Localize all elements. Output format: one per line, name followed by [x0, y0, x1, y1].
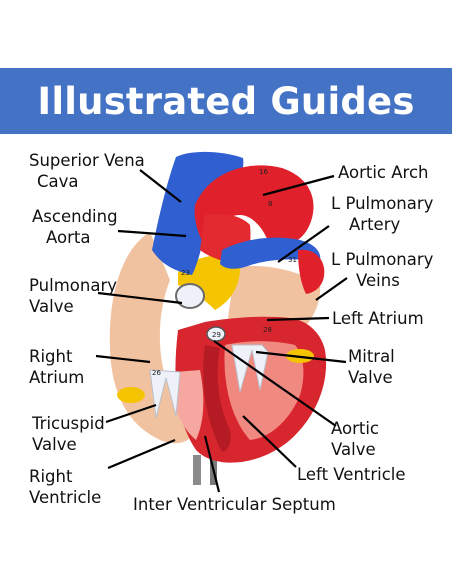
- page-title: Illustrated Guides: [37, 79, 415, 123]
- label-left-ventricle: Left Ventricle: [297, 464, 406, 485]
- tricuspid-valve: [149, 369, 181, 419]
- model-number-tag: 16: [259, 168, 268, 176]
- label-pulmonary-valve: Pulmonary Valve: [29, 275, 117, 317]
- label-line: Left Atrium: [332, 309, 424, 328]
- pulmonary-veins: [298, 249, 325, 294]
- label-line: Tricuspid: [32, 414, 105, 433]
- leader-line-mitral-valve: [255, 350, 347, 364]
- model-number-tag: 8: [268, 200, 272, 208]
- model-number-tag: 31: [288, 256, 297, 264]
- label-line: Pulmonary: [29, 276, 117, 295]
- label-line: Aortic Arch: [338, 163, 429, 182]
- label-line: Ventricle: [29, 488, 102, 507]
- label-right-atrium: Right Atrium: [29, 346, 84, 388]
- label-right-ventricle: Right Ventricle: [29, 466, 101, 508]
- leader-line-left-ventricle: [242, 415, 297, 468]
- mitral-valve: [231, 344, 269, 393]
- pulmonary-valve: [175, 283, 205, 309]
- aortic-valve: [206, 326, 226, 342]
- label-line: Right: [29, 467, 73, 486]
- label-line: L Pulmonary: [331, 194, 434, 213]
- leader-line-left-atrium: [266, 316, 330, 322]
- model-numbers: 16 8 31 23 29 28 26: [152, 168, 297, 377]
- label-line: Mitral: [348, 347, 395, 366]
- leader-lines: [95, 169, 348, 493]
- label-line: Left Ventricle: [297, 465, 406, 484]
- label-l-pulmonary-artery: L Pulmonary Artery: [331, 193, 433, 235]
- septum: [203, 345, 231, 452]
- leader-line-aortic-valve: [213, 340, 337, 427]
- leader-line-ascending-aorta: [117, 229, 187, 238]
- label-superior-vena-cava: Superior Vena Cava: [29, 150, 145, 192]
- leader-line-l-pulmonary-artery: [277, 225, 330, 263]
- label-line: Ascending: [32, 207, 118, 226]
- leader-line-l-pulmonary-veins: [315, 277, 348, 301]
- leader-line-right-atrium: [95, 354, 151, 364]
- label-line: Superior Vena: [29, 151, 145, 170]
- label-line: Aortic: [331, 419, 380, 438]
- label-line: Atrium: [29, 368, 85, 387]
- label-tricuspid-valve: Tricuspid Valve: [32, 413, 105, 455]
- label-inter-ventricular-septum: Inter Ventricular Septum: [133, 494, 336, 515]
- leader-line-tricuspid-valve: [105, 403, 157, 424]
- label-line: Artery: [349, 215, 401, 234]
- label-aortic-valve: Aortic Valve: [331, 418, 379, 460]
- label-line: Valve: [348, 368, 393, 387]
- leader-line-superior-vena-cava: [139, 169, 182, 203]
- label-line: L Pulmonary: [331, 250, 434, 269]
- label-line: Valve: [331, 440, 376, 459]
- model-number-tag: 29: [212, 331, 221, 339]
- model-number-tag: 28: [263, 326, 272, 334]
- label-line: Valve: [29, 297, 74, 316]
- label-line: Valve: [32, 435, 77, 454]
- label-line: Veins: [356, 271, 400, 290]
- label-l-pulmonary-veins: L Pulmonary Veins: [331, 249, 433, 291]
- leader-line-septum: [203, 435, 221, 493]
- model-number-tag: 23: [181, 269, 190, 277]
- label-mitral-valve: Mitral Valve: [348, 346, 395, 388]
- label-line: Right: [29, 347, 73, 366]
- label-line: Aorta: [46, 228, 91, 247]
- aortic-arch: [194, 165, 314, 250]
- model-number-tag: 26: [152, 369, 161, 377]
- label-line: Inter Ventricular Septum: [133, 495, 336, 514]
- leader-line-aortic-arch: [262, 174, 335, 197]
- pulmonary-artery: [220, 237, 321, 269]
- leader-line-right-ventricle: [107, 438, 176, 470]
- right-ventricle-cavity: [173, 370, 204, 440]
- label-ascending-aorta: Ascending Aorta: [32, 206, 118, 248]
- fat-pad: [117, 387, 145, 403]
- model-stand-pole: [193, 455, 201, 485]
- title-banner: Illustrated Guides: [0, 68, 452, 134]
- leader-line-pulmonary-valve: [97, 291, 183, 305]
- label-aortic-arch: Aortic Arch: [338, 162, 428, 183]
- label-left-atrium: Left Atrium: [332, 308, 424, 329]
- label-line: Cava: [37, 172, 79, 191]
